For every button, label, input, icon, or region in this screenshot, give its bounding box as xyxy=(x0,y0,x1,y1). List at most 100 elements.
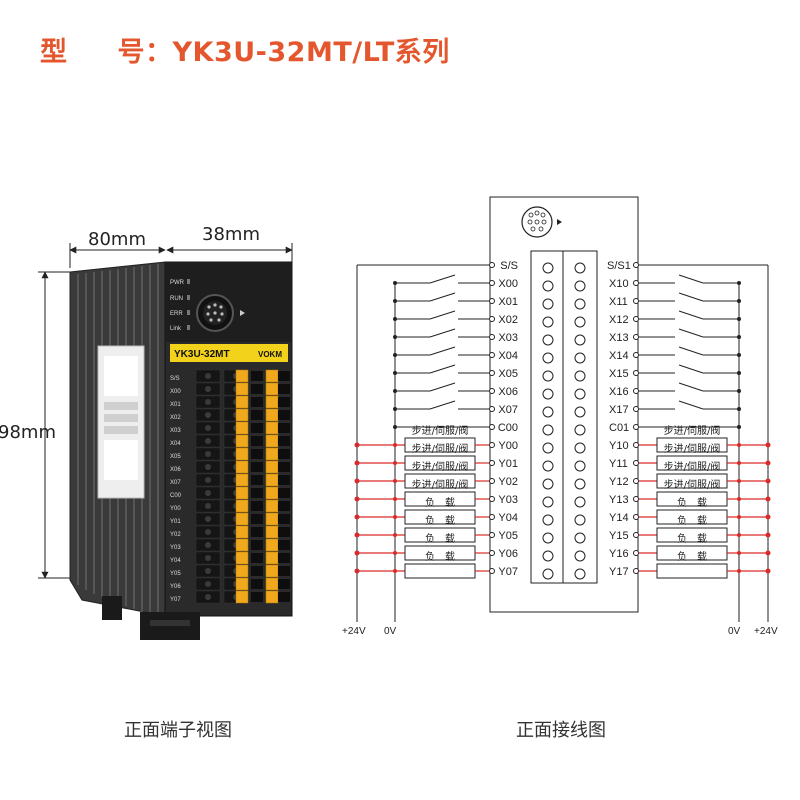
dim-depth-label: 38mm xyxy=(202,224,260,245)
title-label-right: 号：YK3U-32MT/LT系列 xyxy=(117,37,450,68)
terminal-slot xyxy=(251,449,263,459)
terminal-slot xyxy=(278,475,290,485)
junction-dot xyxy=(765,532,771,538)
terminal-label: X07 xyxy=(170,480,181,486)
crossing-dot xyxy=(393,443,397,447)
switch-contact-left xyxy=(429,292,456,302)
terminal-slot xyxy=(278,384,290,394)
terminal-lever xyxy=(235,382,249,396)
pin-dot xyxy=(633,334,639,340)
load-label-right: 负 载 xyxy=(677,550,707,563)
terminal-label: Y04 xyxy=(170,558,181,564)
terminal-slot xyxy=(251,527,263,537)
load-label-right: 步进/伺服/阀 xyxy=(664,478,721,491)
pin-label-left: Y02 xyxy=(498,476,518,488)
terminal-lever xyxy=(265,499,279,513)
terminal-slot xyxy=(251,488,263,498)
terminal-lever xyxy=(235,499,249,513)
pin-label-right: S/S1 xyxy=(607,260,631,272)
junction-dot xyxy=(354,568,360,574)
pin-dot xyxy=(633,442,639,448)
terminal-label: Y03 xyxy=(170,545,181,551)
pin-label-right: X11 xyxy=(609,296,628,308)
junction-dot xyxy=(354,496,360,502)
terminal-slot xyxy=(251,579,263,589)
pin-dot xyxy=(633,568,639,574)
terminal-slot xyxy=(251,371,263,381)
dim-height-label: 98mm xyxy=(0,422,56,443)
pin-dot xyxy=(633,388,639,394)
terminal-hole xyxy=(542,568,554,580)
junction-dot xyxy=(354,550,360,556)
dim-width-label: 80mm xyxy=(88,229,146,250)
pin-label-right: X15 xyxy=(609,368,629,380)
pin-label-left: X01 xyxy=(498,296,518,308)
terminal-slot xyxy=(278,553,290,563)
terminal-slot xyxy=(278,540,290,550)
terminal-slot xyxy=(278,371,290,381)
junction-dot xyxy=(354,514,360,520)
junction-dot xyxy=(354,460,360,466)
crossing-dot xyxy=(737,551,741,555)
terminal-slot xyxy=(251,540,263,550)
terminal-hole xyxy=(574,298,586,310)
switch-contact-left xyxy=(429,328,456,338)
terminal-hole xyxy=(574,514,586,526)
terminal-hole xyxy=(542,406,554,418)
terminal-slot xyxy=(278,579,290,589)
pin-dot xyxy=(489,298,495,304)
switch-contact-left xyxy=(429,364,456,374)
pin-dot xyxy=(489,568,495,574)
terminal-hole xyxy=(542,388,554,400)
terminal-lever xyxy=(235,577,249,591)
crossing-dot xyxy=(737,461,741,465)
pin-label-left: Y01 xyxy=(498,458,518,470)
power-zero-left: 0V xyxy=(384,626,397,637)
pin-label-right: Y10 xyxy=(609,440,629,452)
pin-label-right: C01 xyxy=(609,422,629,434)
pin-dot xyxy=(633,550,639,556)
pin-label-left: S/S xyxy=(500,260,518,272)
terminal-lever xyxy=(235,395,249,409)
pin-dot xyxy=(633,424,639,430)
terminal-hole xyxy=(574,460,586,472)
indicator-label: ERR xyxy=(170,311,183,317)
terminal-slot xyxy=(278,514,290,524)
pin-label-right: Y13 xyxy=(609,494,629,506)
terminal-slot xyxy=(278,527,290,537)
pin-dot xyxy=(633,316,639,322)
terminal-hole xyxy=(574,262,586,274)
load-label-right: 步进/伺服/阀 xyxy=(664,424,721,437)
load-label-left: 负 载 xyxy=(425,550,455,563)
pin-label-left: Y06 xyxy=(498,548,518,560)
terminal-hole xyxy=(542,532,554,544)
load-label-right: 负 载 xyxy=(677,496,707,509)
pin-dot xyxy=(489,442,495,448)
title-label-left: 型 xyxy=(40,37,68,68)
switch-contact-left xyxy=(429,400,456,410)
terminal-lever xyxy=(265,395,279,409)
junction-dot xyxy=(765,460,771,466)
terminal-hole xyxy=(574,442,586,454)
caption-front-terminal-view: 正面端子视图 xyxy=(124,720,232,741)
pin-dot xyxy=(489,406,495,412)
crossing-dot xyxy=(393,569,397,573)
pin-dot xyxy=(489,514,495,520)
terminal-label: Y00 xyxy=(170,506,181,512)
terminal-lever xyxy=(265,486,279,500)
terminal-hole xyxy=(542,514,554,526)
pin-label-left: Y07 xyxy=(498,566,518,578)
terminal-lever xyxy=(265,564,279,578)
terminal-hole xyxy=(574,352,586,364)
pin-dot xyxy=(633,262,639,268)
pin-dot xyxy=(489,334,495,340)
terminal-lever xyxy=(235,460,249,474)
terminal-hole xyxy=(574,496,586,508)
terminal-label-column: S/S X00 X01 X02 X03 X04 X05 X06 X07 C00 … xyxy=(170,376,182,603)
pin-label-left: X02 xyxy=(498,314,518,326)
terminal-hole xyxy=(574,568,586,580)
pin-dot xyxy=(633,478,639,484)
terminal-label: X02 xyxy=(170,415,181,421)
terminal-lever xyxy=(265,434,279,448)
